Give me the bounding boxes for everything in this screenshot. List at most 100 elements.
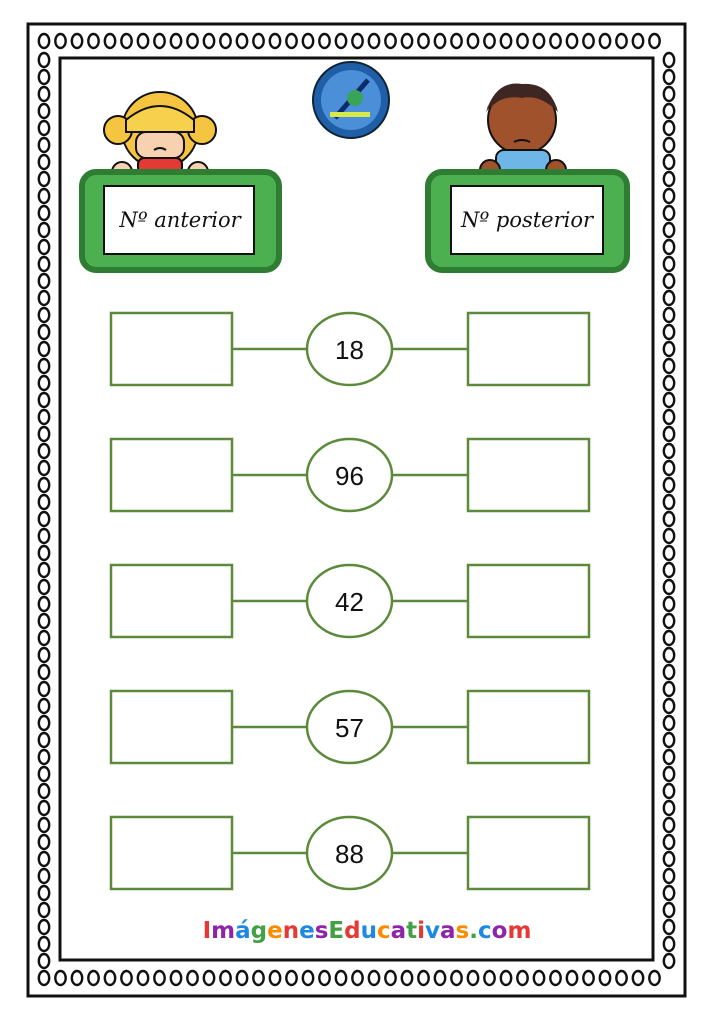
border-ring <box>662 459 676 477</box>
border-ring <box>662 527 676 545</box>
border-ring <box>37 612 51 630</box>
border-ring <box>662 680 676 698</box>
border-ring <box>662 833 676 851</box>
footer-letter: s <box>456 918 470 944</box>
border-ring <box>37 476 51 494</box>
border-ring <box>120 32 133 50</box>
previous-number-box[interactable] <box>109 311 234 387</box>
border-ring <box>648 969 661 987</box>
footer-letter: I <box>203 918 212 944</box>
footer-letter: v <box>425 918 440 944</box>
border-ring <box>662 816 676 834</box>
border-ring <box>37 187 51 205</box>
border-ring <box>565 32 579 50</box>
border-ring <box>648 32 661 50</box>
border-ring <box>662 357 676 375</box>
border-ring <box>483 32 496 50</box>
next-number-box[interactable] <box>466 311 591 387</box>
boy-illustration <box>479 83 567 181</box>
previous-number-box[interactable] <box>109 563 234 639</box>
border-ring <box>37 289 51 307</box>
border-ring <box>37 204 51 222</box>
border-ring <box>367 969 381 987</box>
border-ring <box>37 680 51 698</box>
border-ring <box>37 782 51 800</box>
border-ring <box>662 204 676 222</box>
border-ring <box>37 935 51 953</box>
border-ring <box>37 85 51 103</box>
border-ring <box>37 697 51 715</box>
site-logo <box>312 61 390 139</box>
border-ring <box>136 969 150 987</box>
border-ring <box>37 153 51 171</box>
border-ring <box>87 32 100 50</box>
border-ring <box>235 32 249 50</box>
border-ring <box>37 850 51 868</box>
border-ring <box>37 748 51 766</box>
border-ring <box>549 32 562 50</box>
border-ring <box>662 476 676 494</box>
border-ring <box>662 442 676 460</box>
border-ring <box>662 765 676 783</box>
border-ring <box>334 32 348 50</box>
border-ring <box>662 935 676 953</box>
border-ring <box>483 969 496 987</box>
border-ring <box>37 32 51 50</box>
border-ring <box>631 32 645 50</box>
border-ring <box>662 595 676 613</box>
footer-brand: ImágenesEducativas.com <box>203 918 532 944</box>
footer-letter: t <box>406 918 417 944</box>
given-number: 88 <box>335 839 364 869</box>
border-ring <box>662 697 676 715</box>
next-number-box[interactable] <box>466 689 591 765</box>
border-ring <box>219 32 232 50</box>
border-ring <box>37 408 51 426</box>
border-ring <box>662 918 676 936</box>
footer-letter: s <box>315 918 329 944</box>
border-ring <box>37 170 51 188</box>
border-ring <box>662 867 676 885</box>
girl-illustration <box>103 91 217 183</box>
border-ring <box>70 32 84 50</box>
border-ring <box>37 544 51 562</box>
border-ring <box>87 969 100 987</box>
border-ring <box>37 561 51 579</box>
border-ring <box>662 391 676 409</box>
border-ring <box>662 731 676 749</box>
border-ring <box>37 663 51 681</box>
border-ring <box>202 969 216 987</box>
footer-letter: m <box>507 918 531 944</box>
number-oval <box>305 311 394 387</box>
border-ring <box>615 32 628 50</box>
border-ring <box>318 969 331 987</box>
footer-letter: g <box>251 918 267 944</box>
border-ring <box>662 289 676 307</box>
exercise-row: 96 <box>109 437 591 513</box>
ring-pattern-border <box>37 32 676 987</box>
border-ring <box>615 969 628 987</box>
next-number-box[interactable] <box>466 815 591 891</box>
border-ring <box>334 969 348 987</box>
border-ring <box>186 969 199 987</box>
border-ring <box>285 32 298 50</box>
previous-number-box[interactable] <box>109 689 234 765</box>
footer-letter: n <box>283 918 299 944</box>
border-ring <box>37 714 51 732</box>
next-number-box[interactable] <box>466 437 591 513</box>
border-ring <box>662 374 676 392</box>
border-ring <box>37 136 51 154</box>
border-ring <box>37 102 51 120</box>
border-ring <box>582 32 595 50</box>
previous-number-box[interactable] <box>109 815 234 891</box>
footer-letter: E <box>328 918 344 944</box>
border-ring <box>120 969 133 987</box>
border-ring <box>598 32 612 50</box>
border-ring <box>37 459 51 477</box>
next-number-box[interactable] <box>466 563 591 639</box>
border-ring <box>37 884 51 902</box>
given-number: 96 <box>335 461 364 491</box>
border-ring <box>153 32 166 50</box>
border-ring <box>186 32 199 50</box>
previous-number-box[interactable] <box>109 437 234 513</box>
